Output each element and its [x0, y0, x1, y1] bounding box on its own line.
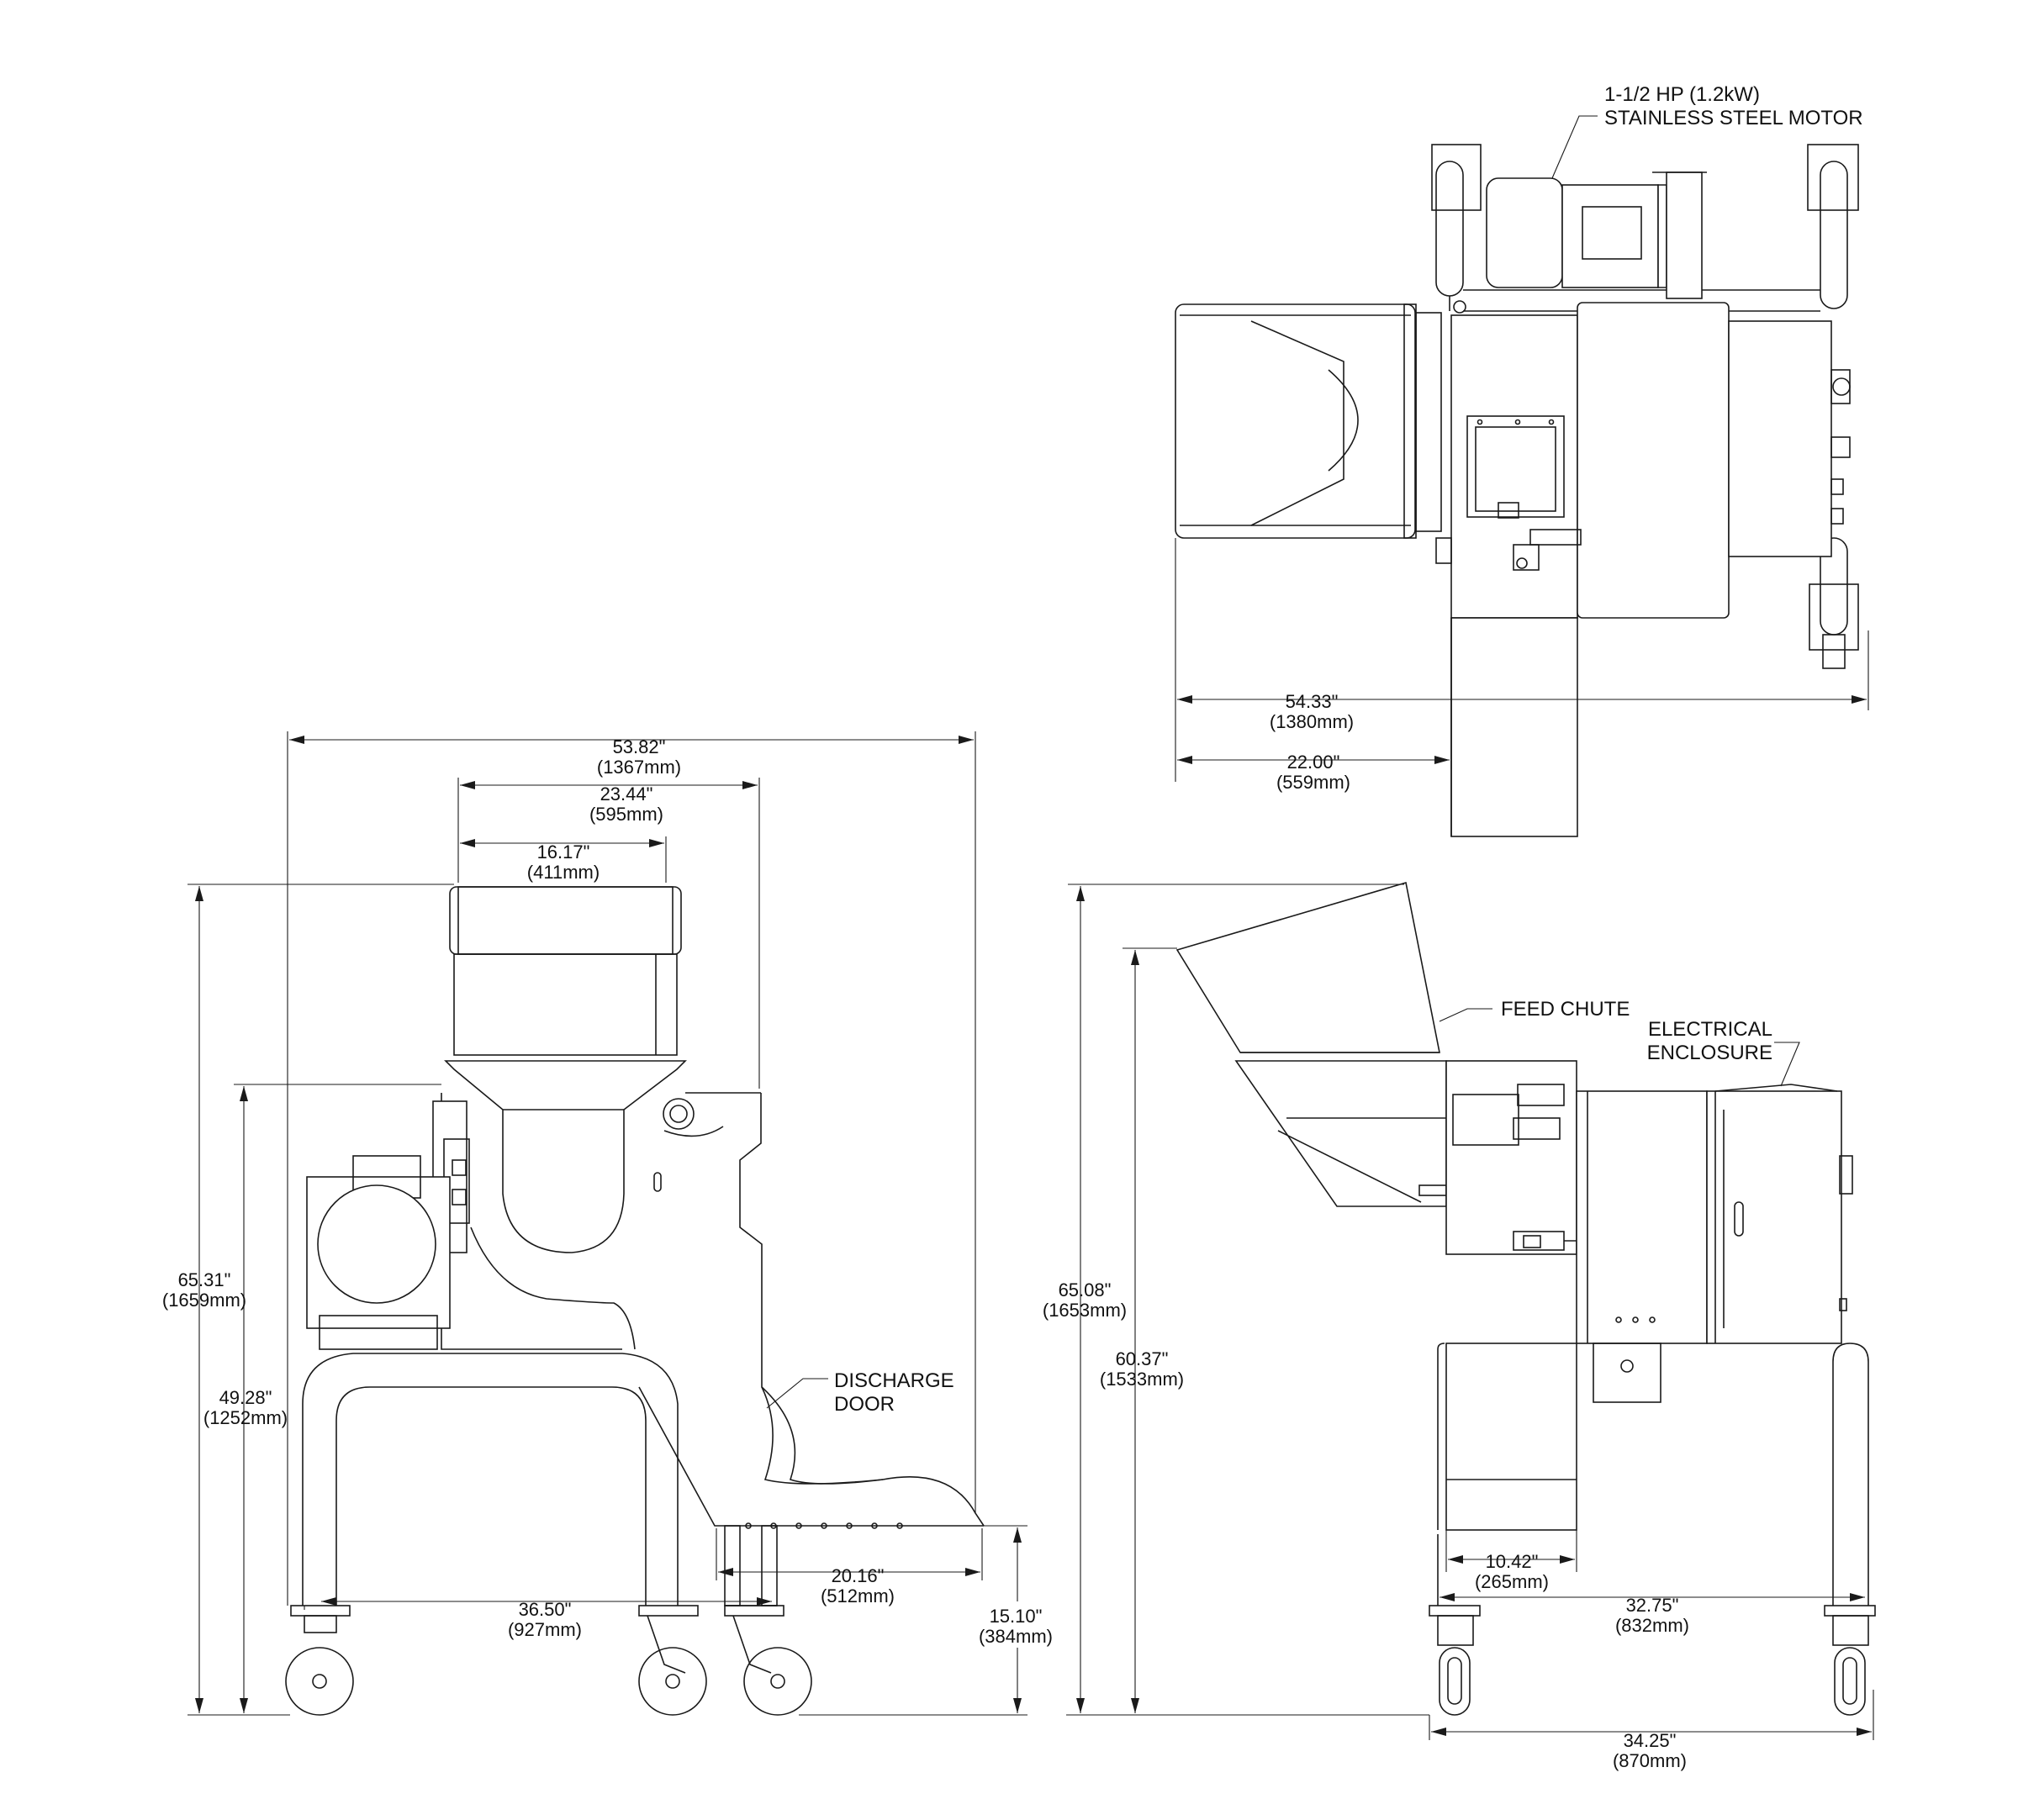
- enclosure-label-1: ELECTRICAL: [1648, 1018, 1772, 1041]
- dim-discharge-height-mm: (384mm): [979, 1626, 1053, 1647]
- feed-chute: [1175, 881, 1447, 1207]
- front-dimensions: [188, 731, 1027, 1716]
- feed-chute-label: FEED CHUTE: [1501, 998, 1630, 1021]
- discharge-leader: [766, 1378, 828, 1409]
- enclosure-label-2: ENCLOSURE: [1647, 1042, 1772, 1064]
- feed-chute-leader: [1439, 1008, 1492, 1022]
- motor-leader: [1551, 115, 1598, 179]
- bottom-right-bracket: [1809, 537, 1859, 669]
- dim-overall-depth-mm: (870mm): [1613, 1750, 1687, 1771]
- dim-overall-top: 54.33": [1286, 691, 1339, 712]
- discharge-chute-top: [1450, 617, 1578, 837]
- top-right-bracket: [1807, 144, 1859, 309]
- motor: [1486, 171, 1707, 299]
- front-view: 53.82" (1367mm) 23.44" (595mm) 16.17" (4…: [162, 731, 1053, 1716]
- body-top: [1435, 302, 1851, 619]
- frame-side: [1437, 1343, 1869, 1606]
- dim-discharge-mm: (512mm): [821, 1585, 895, 1606]
- top-left-bracket: [1431, 144, 1482, 311]
- dim-front-height: 65.31": [178, 1269, 231, 1290]
- dim-mid-height-mm: (1252mm): [203, 1407, 288, 1428]
- side-dimensions: [1066, 884, 1874, 1740]
- caster-middle: [638, 1605, 707, 1716]
- dim-side-height: 65.08": [1059, 1279, 1112, 1300]
- frame-front: [302, 1353, 984, 1606]
- caster-side-left: [1429, 1605, 1481, 1716]
- motor-front: [306, 1155, 451, 1350]
- dim-wheelbase: 36.50": [519, 1599, 572, 1620]
- dim-chute-top: 22.00": [1287, 752, 1340, 773]
- dim-front-width-mm: (1367mm): [597, 757, 681, 778]
- dim-leg-span: 32.75": [1626, 1595, 1679, 1616]
- hopper-front: [444, 886, 687, 1253]
- dim-hopper-outer-mm: (595mm): [589, 804, 663, 825]
- dim-hopper-inner-mm: (411mm): [527, 862, 600, 883]
- dim-discharge-height: 15.10": [990, 1606, 1043, 1627]
- discharge-label-2: DOOR: [834, 1393, 895, 1416]
- dim-discharge-width: 10.42": [1486, 1551, 1539, 1572]
- dim-wheelbase-mm: (927mm): [508, 1619, 582, 1640]
- dim-chute-height-mm: (1533mm): [1100, 1369, 1184, 1390]
- motor-label-1: 1-1/2 HP (1.2kW): [1604, 83, 1760, 106]
- dim-hopper-inner: 16.17": [537, 841, 590, 863]
- hopper-top: [1175, 300, 1466, 539]
- top-view: 54.33" (1380mm) 22.00" (559mm) 1-1/2 HP …: [1175, 83, 1869, 837]
- enclosure-leader: [1774, 1042, 1800, 1087]
- dim-hopper-outer: 23.44": [600, 783, 653, 804]
- dim-overall-top-mm: (1380mm): [1270, 711, 1354, 732]
- dim-chute-height: 60.37": [1116, 1348, 1169, 1369]
- caster-side-right: [1824, 1605, 1876, 1716]
- caster-left: [285, 1605, 354, 1716]
- top-dimensions: [1175, 538, 1869, 782]
- dim-overall-depth: 34.25": [1624, 1730, 1677, 1751]
- caster-right: [724, 1605, 812, 1716]
- body-side: [1445, 1060, 1627, 1255]
- dim-discharge: 20.16": [832, 1565, 885, 1586]
- dim-leg-span-mm: (832mm): [1615, 1615, 1689, 1636]
- dim-discharge-width-mm: (265mm): [1475, 1571, 1549, 1592]
- dim-front-height-mm: (1659mm): [162, 1290, 246, 1311]
- dim-front-width: 53.82": [613, 736, 666, 757]
- discharge-label-1: DISCHARGE: [834, 1369, 954, 1392]
- dim-side-height-mm: (1653mm): [1043, 1300, 1127, 1321]
- side-view: 65.08" (1653mm) 60.37" (1533mm) 10.42" (…: [1043, 881, 1876, 1771]
- motor-label-2: STAINLESS STEEL MOTOR: [1604, 107, 1863, 129]
- dim-chute-top-mm: (559mm): [1276, 772, 1350, 793]
- dim-mid-height: 49.28": [219, 1387, 272, 1408]
- electrical-enclosure: [1576, 1084, 1853, 1403]
